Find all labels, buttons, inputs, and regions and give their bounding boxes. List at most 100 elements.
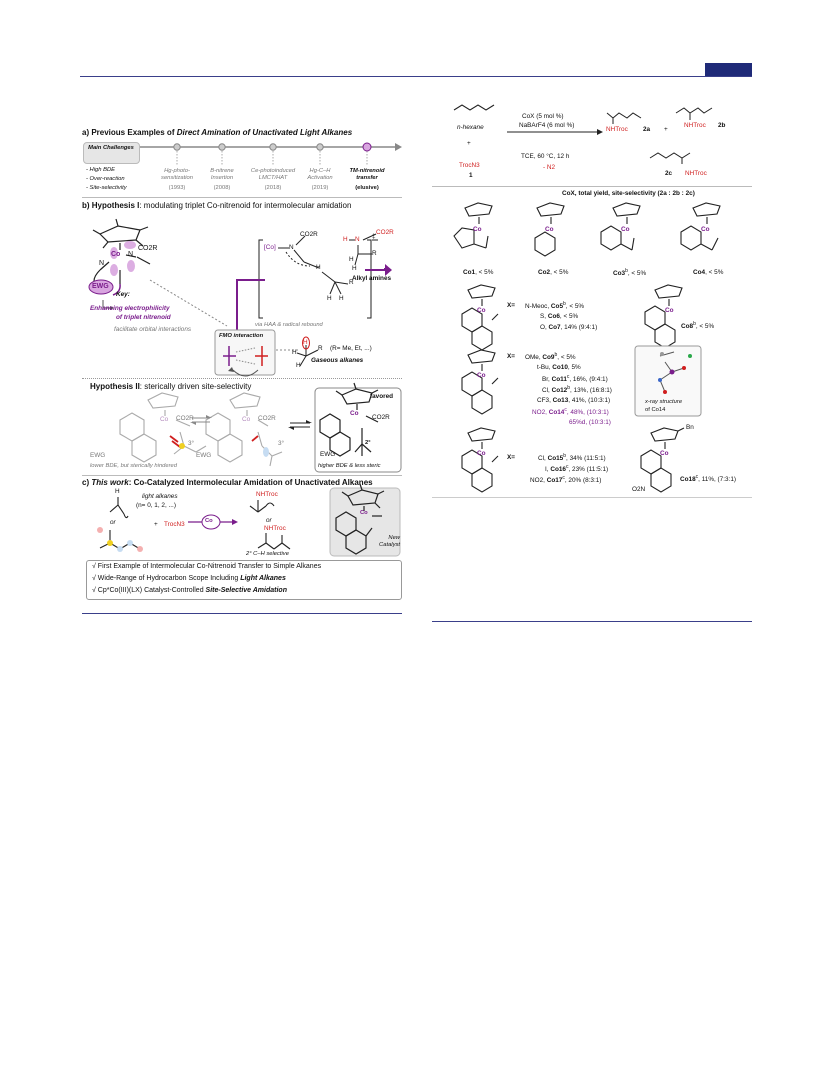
challenge-item: - High BDE: [86, 167, 115, 173]
ts-h: H: [339, 295, 344, 302]
co-atom: Co: [350, 410, 359, 417]
label-2c: 2c: [665, 170, 673, 177]
fmo-label: FMO interaction: [219, 333, 264, 339]
n-atom: N: [99, 260, 105, 267]
timeline-label: Hg-photo- sensitization: [161, 168, 193, 181]
co-catalyst-label: Co: [205, 518, 213, 524]
catalyst-label: Co8b, < 5%: [681, 321, 715, 331]
co-atom: Co: [701, 226, 710, 233]
header-accent-block: [705, 63, 752, 76]
tertiary-label: 3°: [188, 440, 195, 447]
higher-bde-label: higher BDE & less steric: [318, 463, 381, 469]
triplet-label: of triplet nitrenoid: [116, 314, 171, 321]
or-label: or: [266, 517, 272, 524]
challenges-box: [83, 142, 140, 164]
hexane-label: n-hexane: [457, 124, 484, 131]
timeline-year: (2018): [264, 185, 282, 191]
catalyst-loading: CoX (5 mol %): [522, 113, 564, 120]
o2n-group: O2N: [632, 486, 646, 493]
amine-h: H: [352, 265, 357, 272]
co-atom: Co: [111, 251, 121, 258]
timeline-label: B-nitrene Insertion: [210, 168, 234, 181]
ewg-label: EWG: [90, 452, 106, 459]
ts-n: N: [289, 244, 294, 251]
catalyst-entry: t-Bu, Co10, 5%: [537, 364, 581, 371]
ts-h: H: [316, 264, 321, 271]
gaseous-label: Gaseous alkanes: [311, 357, 364, 364]
catalyst-label: Co1, < 5%: [463, 269, 494, 276]
co-atom: Co: [473, 226, 482, 233]
timeline-year: (2008): [213, 185, 231, 191]
timeline-label: Ce-photoinduced LMCT/HAT: [250, 168, 296, 181]
divider: [82, 197, 402, 198]
co-atom: Co: [477, 372, 486, 379]
hypothesis-ii-title: Hypothesis II: sterically driven site-se…: [90, 382, 252, 391]
ch-h: H: [115, 488, 120, 495]
co-atom: Co: [477, 307, 486, 314]
catalyst-entry: N-Meoc, Co5b, < 5%: [525, 301, 585, 311]
challenge-item: - Site-selectivity: [86, 185, 127, 191]
r-definition: (R= Me, Et, ...): [330, 345, 372, 352]
catalyst-label: Co2, < 5%: [538, 269, 569, 276]
enhancing-label: Enhancing electrophilicity: [90, 305, 170, 312]
timeline-year: (1993): [168, 185, 186, 191]
key-label: Key:: [116, 291, 130, 298]
favored-label: favored: [370, 393, 394, 400]
header-rule: [80, 76, 752, 77]
catalyst-label: Co3b, < 5%: [613, 268, 647, 278]
divider: [432, 497, 752, 498]
table-header: CoX, total yield, site-selectivity (2a :…: [562, 190, 695, 197]
catalyst-entry: NO2, Co17c, 20% (8:3:1): [530, 475, 602, 485]
catalyst-entry: Cl, Co12b, 13%, (16:8:1): [542, 385, 612, 395]
summary-item: √ Cp*Co(III)(LX) Catalyst-Controlled Sit…: [92, 587, 287, 594]
ts-co2r: CO2R: [300, 231, 318, 238]
trocn3-label: TrocN3: [164, 521, 185, 528]
co-atom: Co: [477, 450, 486, 457]
product-nhtroc: NHTroc: [256, 491, 278, 498]
n2-loss: - N2: [543, 164, 556, 171]
n-atom: N: [128, 251, 134, 258]
alkane-h: H: [292, 349, 297, 356]
catalyst-entry-highlight: 65%d, (10:3:1): [569, 419, 611, 426]
amine-r: R: [372, 250, 377, 257]
catalyst-entry: Cl, Co15b, 34% (11:5:1): [538, 453, 606, 463]
product-2c: NHTroc: [685, 170, 707, 177]
co2r-group: CO2R: [176, 415, 194, 422]
challenge-item: - Over-reaction: [86, 176, 125, 182]
challenges-title: Main Challenges: [88, 145, 134, 151]
co-atom: Co: [160, 416, 169, 423]
new-catalyst-label: New Catalyst: [379, 535, 400, 548]
co-atom: Co: [545, 226, 554, 233]
summary-item: √ Wide-Range of Hydrocarbon Scope Includ…: [92, 575, 286, 582]
reagent-number: 1: [469, 172, 473, 179]
co2r-group: CO2R: [138, 245, 158, 252]
ewg-label: EWG: [320, 451, 336, 458]
plus-sign: +: [154, 521, 158, 528]
panel-b-title: b) Hypothesis I: modulating triplet Co-n…: [82, 201, 352, 210]
label-2a: 2a: [643, 126, 651, 133]
ewg-label: EWG: [196, 452, 212, 459]
catalyst-entry-highlight: NO2, Co14c, 48%, (10:3:1): [532, 407, 609, 417]
co2r-group: CO2R: [258, 415, 276, 422]
x-label: X=: [507, 353, 515, 360]
amine-h: H: [343, 236, 348, 243]
n-definition: (n= 0, 1, 2, ...): [136, 502, 176, 509]
light-alkanes-label: light alkanes: [142, 493, 178, 500]
product-2b: NHTroc: [684, 122, 706, 129]
catalyst-entry: CF3, Co13, 41%, (10:3:1): [537, 397, 611, 404]
catalyst-entry: Br, Co11c, 16%, (9:4:1): [542, 374, 608, 384]
alkane-h: H: [296, 362, 301, 369]
panel-c-title: c) This work: Co-Catalyzed Intermolecula…: [82, 478, 373, 487]
catalyst-label: Co18c, 11%, (7:3:1): [680, 474, 737, 484]
x-label: X=: [507, 454, 515, 461]
label-2b: 2b: [718, 122, 726, 129]
catalyst-entry: S, Co6, < 5%: [540, 313, 579, 320]
plus-sign: +: [467, 140, 471, 147]
facilitate-label: facilitate orbital interactions: [114, 326, 192, 333]
